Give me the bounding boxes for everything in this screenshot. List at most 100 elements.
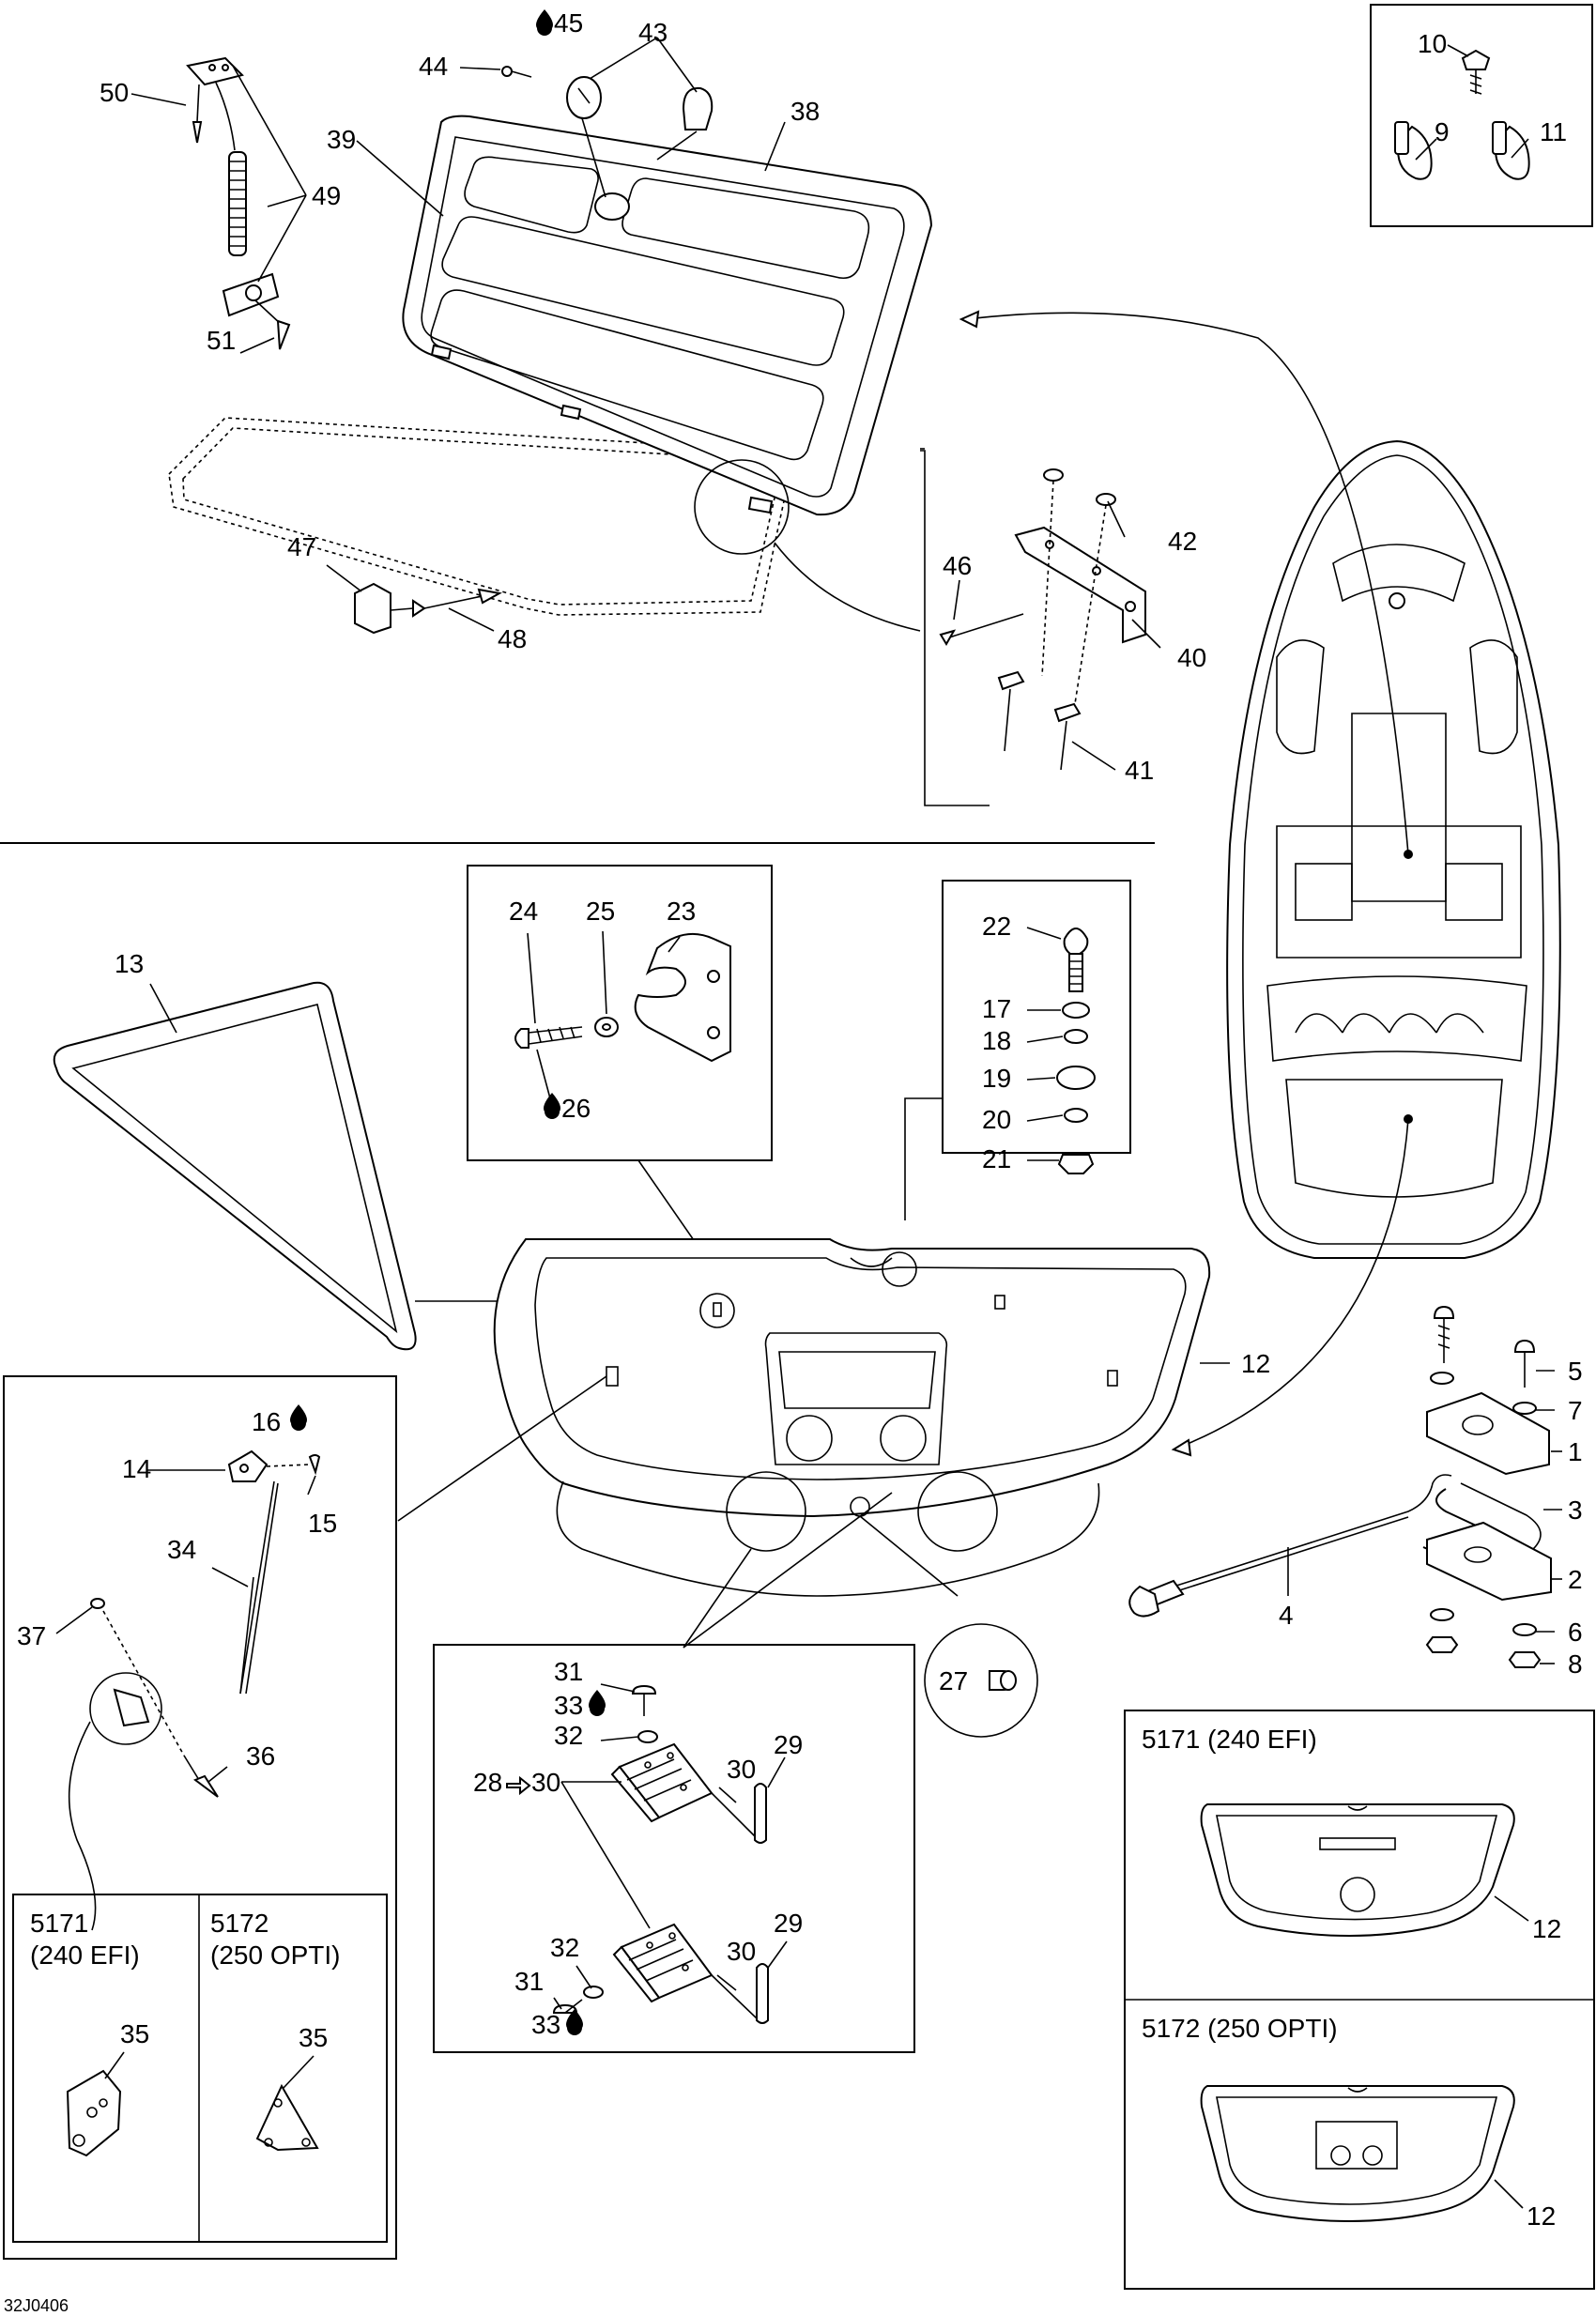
callout-26: 26	[561, 1094, 591, 1123]
callout-15: 15	[308, 1509, 337, 1538]
callout-44: 44	[419, 52, 448, 81]
callout-41: 41	[1125, 756, 1154, 785]
watercraft-deck-overview	[1226, 439, 1561, 1259]
arrow-to-latch	[1171, 1438, 1192, 1457]
variant-5172-title: 5172 (250 OPTI)	[1142, 2014, 1338, 2043]
callout-38: 38	[790, 97, 820, 126]
cable-tie-part-9	[1394, 121, 1433, 180]
callout-1: 1	[1568, 1437, 1583, 1466]
callout-34: 34	[167, 1535, 196, 1564]
arrow-icon-28	[506, 1775, 531, 1796]
callout-42: 42	[1168, 527, 1197, 556]
fastener-inset: 10 9 11	[1370, 4, 1593, 227]
glove-box-5172	[1200, 2085, 1515, 2222]
lid-stop-part-47	[326, 564, 502, 635]
variant-5172-engine: (250 OPTI)	[210, 1940, 340, 1970]
callout-6: 6	[1568, 1618, 1583, 1647]
bumper-part-27: 27	[924, 1623, 1038, 1738]
bracket-5171-part-35	[66, 2069, 122, 2157]
callout-20: 20	[982, 1105, 1011, 1134]
callout-14: 14	[122, 1454, 151, 1483]
callout-11: 11	[1540, 117, 1567, 146]
callout-12: 12	[1241, 1349, 1270, 1378]
callout-23: 23	[667, 897, 696, 926]
callout-16: 16	[252, 1407, 281, 1436]
seal-part-13: 13	[53, 949, 551, 1351]
detail-circle-bracket	[89, 1672, 162, 1745]
callout-37: 37	[17, 1621, 46, 1650]
lid-opening-outline	[168, 417, 788, 616]
detail-circle-hinge	[694, 459, 790, 555]
callout-30-upper: 30	[727, 1755, 756, 1784]
callout-35-5171: 35	[120, 2019, 149, 2048]
drop-icon-33-lower	[566, 2009, 583, 2035]
detail-circle-right-hinge	[917, 1471, 998, 1552]
drop-icon-33-upper	[589, 1690, 606, 1716]
callout-49: 49	[312, 181, 341, 210]
callout-46: 46	[943, 551, 972, 580]
callout-47: 47	[287, 532, 316, 561]
variant-5172-code: 5172	[210, 1909, 269, 1938]
hinge-bracket-part-40	[939, 468, 1146, 771]
callout-22: 22	[982, 912, 1011, 941]
callout-27: 27	[939, 1666, 968, 1695]
callout-33-lower: 33	[531, 2010, 560, 2039]
callout-30-28: 30	[531, 1768, 560, 1797]
drop-icon-45	[536, 9, 553, 36]
callout-29-upper: 29	[774, 1730, 803, 1759]
glove-box-5171	[1200, 1803, 1515, 1937]
callout-8: 8	[1568, 1649, 1583, 1679]
arrow-to-lid	[959, 310, 980, 329]
callout-4: 4	[1279, 1601, 1294, 1630]
callout-13: 13	[115, 949, 144, 978]
callout-10: 10	[1418, 29, 1447, 58]
glove-box-part-12: 12	[397, 1238, 1270, 1649]
callout-21: 21	[982, 1144, 1011, 1173]
drop-icon-26	[544, 1093, 560, 1119]
callout-3: 3	[1568, 1495, 1583, 1525]
callout-43: 43	[638, 18, 668, 47]
callout-19: 19	[982, 1064, 1011, 1093]
glove-box-lid-assembly	[168, 115, 933, 616]
callout-30-lower: 30	[727, 1937, 756, 1966]
callout-5: 5	[1568, 1357, 1583, 1386]
variant-5171-code: 5171	[30, 1909, 88, 1938]
detail-circle-left-hinge	[726, 1471, 806, 1552]
callout-32-upper: 32	[554, 1721, 583, 1750]
callout-9: 9	[1435, 117, 1450, 146]
latch-assembly: 4 5 7 1 3 2 6 8	[1128, 1305, 1583, 1679]
callout-28: 28	[473, 1768, 502, 1797]
drop-icon-16	[290, 1404, 307, 1431]
callout-12-5171: 12	[1532, 1914, 1561, 1943]
screw-part-44	[459, 66, 532, 78]
latch-part-43	[566, 37, 714, 198]
callout-32-lower: 32	[550, 1933, 579, 1962]
variant-panels: 5171 (240 EFI) 5172 (250 OPTI) 12 12	[1124, 1710, 1595, 2290]
push-rivet-part-10	[1461, 49, 1491, 95]
callout-17: 17	[982, 994, 1011, 1023]
callout-18: 18	[982, 1026, 1011, 1055]
callout-35-5172: 35	[299, 2023, 328, 2052]
lid-panel-38	[402, 115, 933, 516]
callout-25: 25	[586, 897, 615, 926]
drawing-code: 32J0406	[4, 2296, 69, 2315]
bumper-stack-inset: 22 17 18 19 20 21	[904, 880, 1131, 1220]
variant-5171-title: 5171 (240 EFI)	[1142, 1725, 1317, 1754]
callout-33-upper: 33	[554, 1691, 583, 1720]
callout-29-lower: 29	[774, 1909, 803, 1938]
gas-spring-inset: 14 15 16 34 37 36 5171 (240 EFI) 5172 (2…	[3, 1375, 397, 2260]
callout-2: 2	[1568, 1565, 1583, 1594]
callout-50: 50	[100, 78, 129, 107]
callout-24: 24	[509, 897, 538, 926]
callout-45: 45	[554, 8, 583, 38]
callout-31-upper: 31	[554, 1657, 583, 1686]
callout-48: 48	[498, 624, 527, 653]
callout-40: 40	[1177, 643, 1206, 672]
callout-7: 7	[1568, 1396, 1583, 1425]
callout-31-lower: 31	[514, 1967, 544, 1996]
hinge-inset: 31 33 32 28 30 30 29 30 29 32 31 33	[433, 1644, 915, 2053]
callout-39: 39	[327, 125, 356, 154]
variant-5171-engine: (240 EFI)	[30, 1940, 140, 1970]
lid-support-spring-part-49	[130, 56, 307, 354]
